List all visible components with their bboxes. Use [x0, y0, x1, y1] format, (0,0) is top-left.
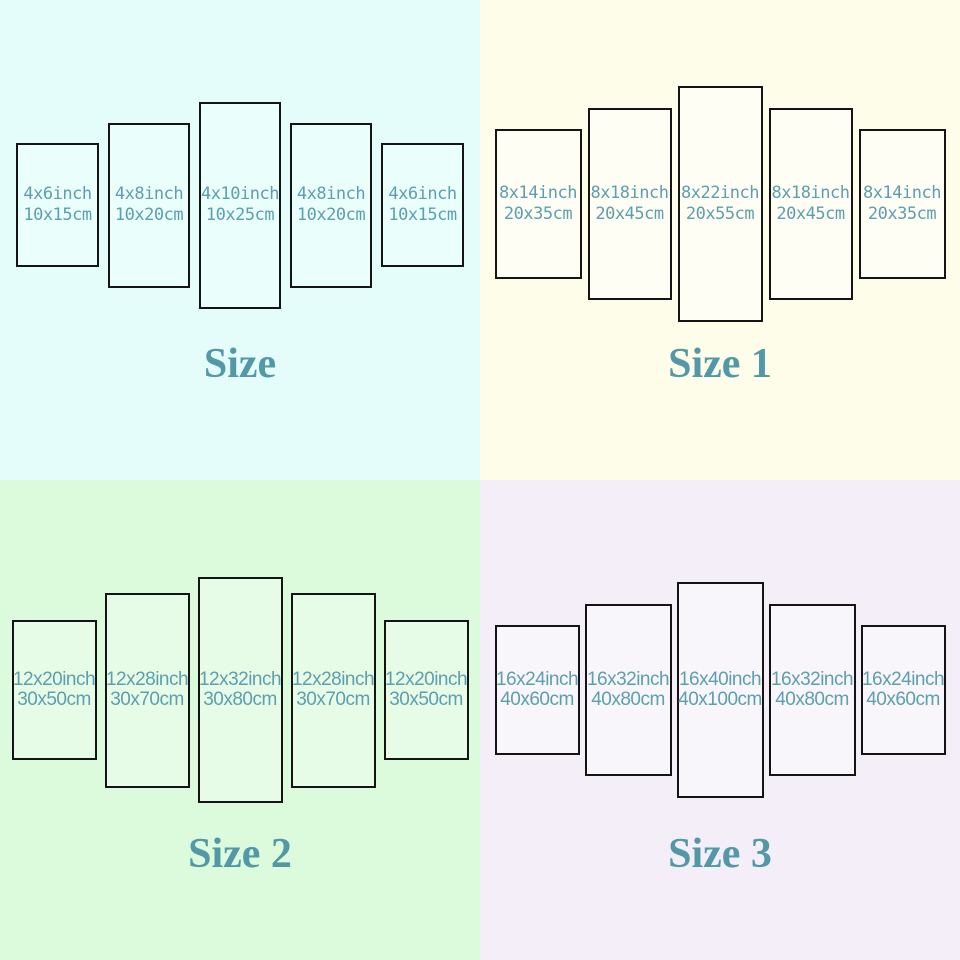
panel-size-label: 4x8inch 10x20cm — [114, 184, 184, 226]
panel-inch-label: 12x20inch — [12, 669, 96, 690]
canvas-panel: 8x14inch 20x35cm — [858, 129, 946, 279]
panel-size-label: 4x10inch 10x25cm — [201, 184, 279, 226]
panel-inch-label: 12x32inch — [198, 669, 282, 690]
panel-size-label: 12x20inch 30x50cm — [384, 669, 468, 710]
quadrant-size-3: 16x24inch 40x60cm 16x32inch 40x80cm 16x4… — [480, 480, 960, 960]
panel-row: 8x14inch 20x35cm 8x18inch 20x45cm 8x22in… — [480, 0, 960, 408]
panel-cm-label: 30x70cm — [296, 689, 370, 710]
panel-size-label: 4x6inch 10x15cm — [388, 184, 457, 226]
panel-cm-label: 40x100cm — [678, 689, 762, 710]
panel-size-label: 16x24inch 40x60cm — [861, 669, 945, 710]
panel-cm-label: 10x15cm — [388, 205, 457, 225]
panel-size-label: 12x32inch 30x80cm — [198, 669, 282, 710]
canvas-panel: 4x8inch 10x20cm — [290, 122, 372, 288]
panel-size-label: 12x28inch 30x70cm — [105, 669, 189, 710]
canvas-panel: 12x28inch 30x70cm — [290, 592, 376, 788]
canvas-panel: 4x6inch 10x15cm — [381, 143, 464, 267]
panel-size-label: 8x18inch 20x45cm — [772, 183, 850, 225]
panel-size-label: 8x14inch 20x35cm — [499, 183, 577, 225]
panel-inch-label: 8x14inch — [863, 183, 941, 203]
quadrant-title: Size 1 — [668, 341, 772, 387]
panel-inch-label: 8x22inch — [681, 183, 759, 203]
panel-size-label: 16x24inch 40x60cm — [495, 669, 579, 710]
panel-inch-label: 12x28inch — [105, 669, 189, 690]
panel-cm-label: 30x50cm — [389, 689, 463, 710]
panel-inch-label: 16x40inch — [678, 669, 762, 690]
panel-inch-label: 4x10inch — [201, 184, 279, 204]
panel-inch-label: 12x20inch — [384, 669, 468, 690]
canvas-panel: 16x40inch 40x100cm — [676, 582, 764, 798]
panel-row: 4x6inch 10x15cm 4x8inch 10x20cm 4x10inch… — [0, 0, 480, 410]
panel-size-label: 8x22inch 20x55cm — [681, 183, 759, 225]
canvas-panel: 12x28inch 30x70cm — [104, 592, 190, 788]
canvas-panel: 8x18inch 20x45cm — [768, 108, 853, 300]
panel-cm-label: 20x35cm — [503, 204, 573, 224]
panel-inch-label: 12x28inch — [291, 669, 375, 690]
panel-size-label: 16x32inch 40x80cm — [770, 669, 854, 710]
panel-inch-label: 8x18inch — [590, 183, 669, 203]
quadrant-size: 4x6inch 10x15cm 4x8inch 10x20cm 4x10inch… — [0, 0, 480, 480]
panel-cm-label: 20x35cm — [867, 204, 937, 224]
panel-size-label: 4x6inch 10x15cm — [23, 184, 92, 226]
panel-cm-label: 10x20cm — [296, 205, 366, 225]
panel-cm-label: 30x70cm — [110, 689, 184, 710]
panel-cm-label: 10x15cm — [23, 205, 92, 225]
panel-row: 16x24inch 40x60cm 16x32inch 40x80cm 16x4… — [480, 480, 960, 900]
panel-cm-label: 30x80cm — [203, 689, 277, 710]
panel-cm-label: 20x45cm — [595, 204, 664, 224]
panel-row: 12x20inch 30x50cm 12x28inch 30x70cm 12x3… — [0, 480, 480, 900]
panel-cm-label: 30x50cm — [17, 689, 91, 710]
panel-cm-label: 40x80cm — [591, 689, 665, 710]
panel-inch-label: 16x32inch — [770, 669, 854, 690]
quadrant-title: Size 2 — [188, 831, 292, 877]
panel-inch-label: 4x6inch — [23, 184, 92, 204]
panel-inch-label: 4x8inch — [296, 184, 366, 204]
panel-cm-label: 10x20cm — [114, 205, 184, 225]
panel-cm-label: 40x60cm — [500, 689, 574, 710]
panel-cm-label: 40x80cm — [775, 689, 849, 710]
canvas-panel: 12x20inch 30x50cm — [11, 620, 97, 760]
panel-size-label: 4x8inch 10x20cm — [296, 184, 366, 226]
panel-cm-label: 40x60cm — [866, 689, 940, 710]
quadrant-size-1: 8x14inch 20x35cm 8x18inch 20x45cm 8x22in… — [480, 0, 960, 480]
panel-cm-label: 20x45cm — [776, 204, 845, 224]
canvas-panel: 16x24inch 40x60cm — [494, 625, 580, 755]
panel-inch-label: 16x24inch — [495, 669, 579, 690]
panel-inch-label: 16x32inch — [586, 669, 670, 690]
panel-size-label: 12x28inch 30x70cm — [291, 669, 375, 710]
canvas-panel: 16x24inch 40x60cm — [860, 625, 946, 755]
panel-cm-label: 10x25cm — [205, 205, 275, 225]
panel-size-label: 16x40inch 40x100cm — [678, 670, 762, 710]
canvas-panel: 8x18inch 20x45cm — [587, 108, 672, 300]
panel-size-label: 8x14inch 20x35cm — [863, 183, 941, 225]
canvas-panel: 8x14inch 20x35cm — [494, 129, 582, 279]
canvas-panel: 16x32inch 40x80cm — [768, 604, 856, 776]
canvas-panel: 4x10inch 10x25cm — [199, 101, 281, 309]
panel-cm-label: 20x55cm — [685, 204, 755, 224]
canvas-panel: 12x32inch 30x80cm — [197, 577, 283, 803]
panel-inch-label: 4x6inch — [388, 184, 457, 204]
quadrant-title: Size — [203, 341, 277, 387]
panel-inch-label: 16x24inch — [861, 669, 945, 690]
canvas-panel: 8x22inch 20x55cm — [677, 86, 763, 322]
canvas-panel: 16x32inch 40x80cm — [584, 604, 672, 776]
panel-inch-label: 4x8inch — [114, 184, 184, 204]
canvas-panel: 4x8inch 10x20cm — [108, 122, 190, 288]
canvas-panel: 4x6inch 10x15cm — [16, 143, 99, 267]
panel-inch-label: 8x18inch — [771, 183, 850, 203]
quadrant-title: Size 3 — [668, 831, 772, 877]
canvas-panel: 12x20inch 30x50cm — [383, 620, 469, 760]
panel-size-label: 8x18inch 20x45cm — [591, 183, 669, 225]
quadrant-size-2: 12x20inch 30x50cm 12x28inch 30x70cm 12x3… — [0, 480, 480, 960]
panel-inch-label: 8x14inch — [499, 183, 577, 203]
panel-size-label: 16x32inch 40x80cm — [586, 669, 670, 710]
panel-size-label: 12x20inch 30x50cm — [12, 669, 96, 710]
